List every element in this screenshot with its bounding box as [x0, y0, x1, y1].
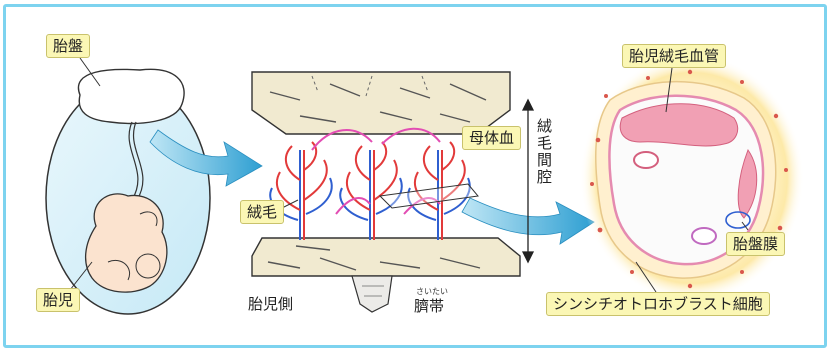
- fetus-body: [85, 193, 168, 293]
- intervillous-space-label: 絨毛間腔: [535, 118, 553, 186]
- maternal-blood-label: 母体血: [462, 126, 522, 150]
- leader-lines: [69, 57, 749, 293]
- fetal-side-label: 胎児側: [248, 295, 294, 313]
- villus-cross-section: [580, 54, 804, 302]
- arrow-icon: [149, 129, 263, 187]
- intervillous-arrow-icon: [521, 98, 535, 264]
- fetus-label: 胎児: [36, 288, 81, 312]
- villi-block: [251, 71, 521, 313]
- uterus-illustration: [45, 68, 211, 315]
- umbilical-cord-label: 臍帯: [414, 297, 445, 315]
- placental-membrane-label: 胎盤膜: [726, 232, 786, 256]
- syncytiotrophoblast-label: シンシチオトロホブラスト細胞: [546, 292, 770, 316]
- villi-label: 絨毛: [240, 200, 285, 224]
- placenta-label: 胎盤: [46, 34, 91, 58]
- fetal-villous-capillary-label: 胎児絨毛血管: [622, 44, 727, 68]
- umbilical-cord-reading: さいたい: [416, 287, 448, 296]
